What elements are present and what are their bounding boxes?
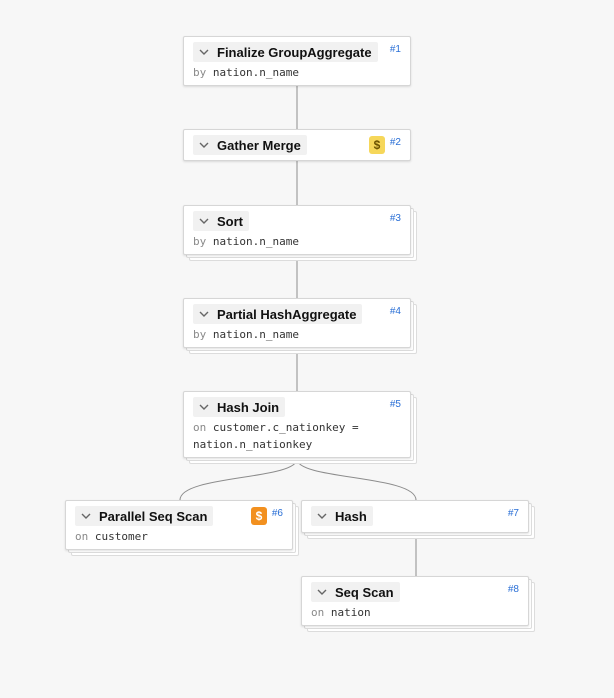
- chevron-down-icon: [199, 218, 209, 224]
- node-header-toggle[interactable]: Gather Merge: [193, 135, 307, 155]
- node-detail: on customer.c_nationkey = nation.n_natio…: [193, 419, 401, 453]
- node-header-toggle[interactable]: Finalize GroupAggregate: [193, 42, 378, 62]
- node-title: Partial HashAggregate: [217, 306, 357, 322]
- plan-node-3[interactable]: Sort #3 by nation.n_name: [183, 205, 417, 261]
- node-header-toggle[interactable]: Parallel Seq Scan: [75, 506, 214, 526]
- yellow-dollar-icon[interactable]: $: [369, 136, 385, 154]
- plan-node-7[interactable]: Hash #7: [301, 500, 535, 539]
- edge-5-7: [296, 458, 417, 501]
- node-title: Parallel Seq Scan: [99, 508, 208, 524]
- node-title: Finalize GroupAggregate: [217, 44, 372, 60]
- chevron-down-icon: [317, 589, 327, 595]
- node-number-link[interactable]: #3: [389, 213, 401, 224]
- node-title: Seq Scan: [335, 584, 394, 600]
- node-number-link[interactable]: #7: [507, 508, 519, 519]
- node-detail: on customer: [75, 528, 283, 545]
- detail-keyword: on: [75, 530, 89, 543]
- node-title: Hash: [335, 508, 367, 524]
- detail-value: nation.n_name: [212, 235, 299, 248]
- node-number-link[interactable]: #4: [389, 306, 401, 317]
- chevron-down-icon: [199, 404, 209, 410]
- detail-keyword: on: [193, 421, 207, 434]
- node-number-link[interactable]: #2: [389, 137, 401, 148]
- node-number-link[interactable]: #1: [389, 44, 401, 55]
- node-title: Hash Join: [217, 399, 280, 415]
- node-title: Gather Merge: [217, 137, 301, 153]
- edge-5-6: [179, 458, 298, 501]
- node-detail: on nation: [311, 604, 519, 621]
- chevron-down-icon: [81, 513, 91, 519]
- chevron-down-icon: [199, 311, 209, 317]
- detail-keyword: by: [193, 328, 207, 341]
- chevron-down-icon: [199, 49, 209, 55]
- orange-dollar-icon[interactable]: $: [251, 507, 267, 525]
- node-header-toggle[interactable]: Hash Join: [193, 397, 286, 417]
- plan-node-5[interactable]: Hash Join #5 on customer.c_nationkey = n…: [183, 391, 417, 464]
- plan-node-2[interactable]: Gather Merge $ #2: [183, 129, 411, 161]
- node-detail: by nation.n_name: [193, 64, 401, 81]
- detail-value: nation.n_name: [212, 328, 299, 341]
- node-title: Sort: [217, 213, 243, 229]
- detail-keyword: by: [193, 66, 207, 79]
- node-number-link[interactable]: #8: [507, 584, 519, 595]
- plan-node-6[interactable]: Parallel Seq Scan $ #6 on customer: [65, 500, 299, 556]
- node-detail: by nation.n_name: [193, 233, 401, 250]
- detail-keyword: by: [193, 235, 207, 248]
- detail-value: customer: [94, 530, 148, 543]
- node-detail: by nation.n_name: [193, 326, 401, 343]
- detail-value: customer.c_nationkey = nation.n_nationke…: [193, 421, 359, 451]
- chevron-down-icon: [199, 142, 209, 148]
- node-header-toggle[interactable]: Hash: [311, 506, 373, 526]
- plan-node-1[interactable]: Finalize GroupAggregate #1 by nation.n_n…: [183, 36, 411, 86]
- node-header-toggle[interactable]: Sort: [193, 211, 249, 231]
- detail-value: nation.n_name: [212, 66, 299, 79]
- detail-value: nation: [330, 606, 371, 619]
- node-number-link[interactable]: #6: [271, 508, 283, 519]
- chevron-down-icon: [317, 513, 327, 519]
- node-header-toggle[interactable]: Seq Scan: [311, 582, 400, 602]
- node-number-link[interactable]: #5: [389, 399, 401, 410]
- plan-node-8[interactable]: Seq Scan #8 on nation: [301, 576, 535, 632]
- node-header-toggle[interactable]: Partial HashAggregate: [193, 304, 363, 324]
- plan-node-4[interactable]: Partial HashAggregate #4 by nation.n_nam…: [183, 298, 417, 354]
- detail-keyword: on: [311, 606, 325, 619]
